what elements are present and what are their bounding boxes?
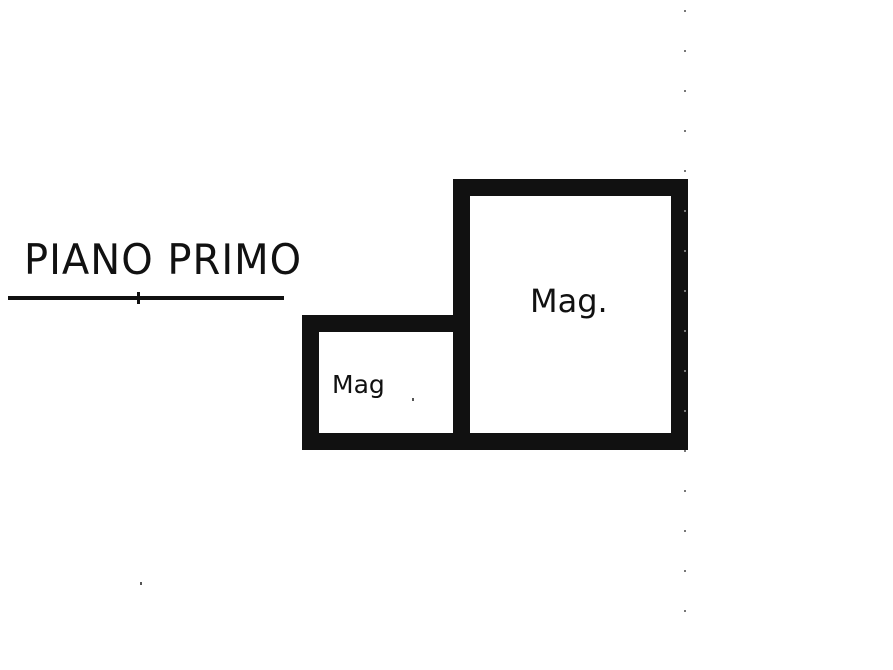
scan-speck bbox=[140, 582, 142, 585]
room-large-label: Mag. bbox=[530, 282, 608, 320]
room-small-label: Mag bbox=[332, 370, 385, 399]
floor-title: PIANO PRIMO bbox=[24, 236, 303, 285]
scan-speck bbox=[412, 398, 414, 401]
floor-title-underline bbox=[8, 296, 284, 300]
floor-title-underline-tick bbox=[137, 292, 140, 304]
room-large-walls bbox=[453, 179, 688, 450]
room-small-walls bbox=[302, 315, 470, 450]
